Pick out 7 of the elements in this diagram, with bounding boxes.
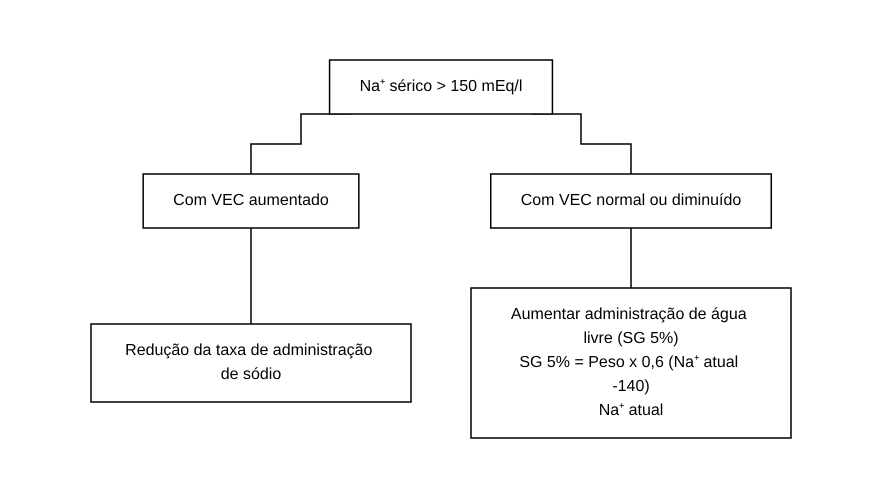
connector	[250, 226, 252, 324]
node-box: Redução da taxa de administração de sódio	[90, 322, 412, 402]
node-box: Aumentar administração de água livre (SG 5%) SG 5% = Peso x 0,6 (Na⁺ atual -140) Na⁺ atual	[470, 286, 792, 438]
node-box: Na⁺ sérico > 150 mEq/l	[328, 58, 553, 114]
node-box: Com VEC normal ou diminuído	[489, 172, 772, 228]
connector	[630, 226, 632, 288]
node-box: Com VEC aumentado	[142, 172, 360, 228]
